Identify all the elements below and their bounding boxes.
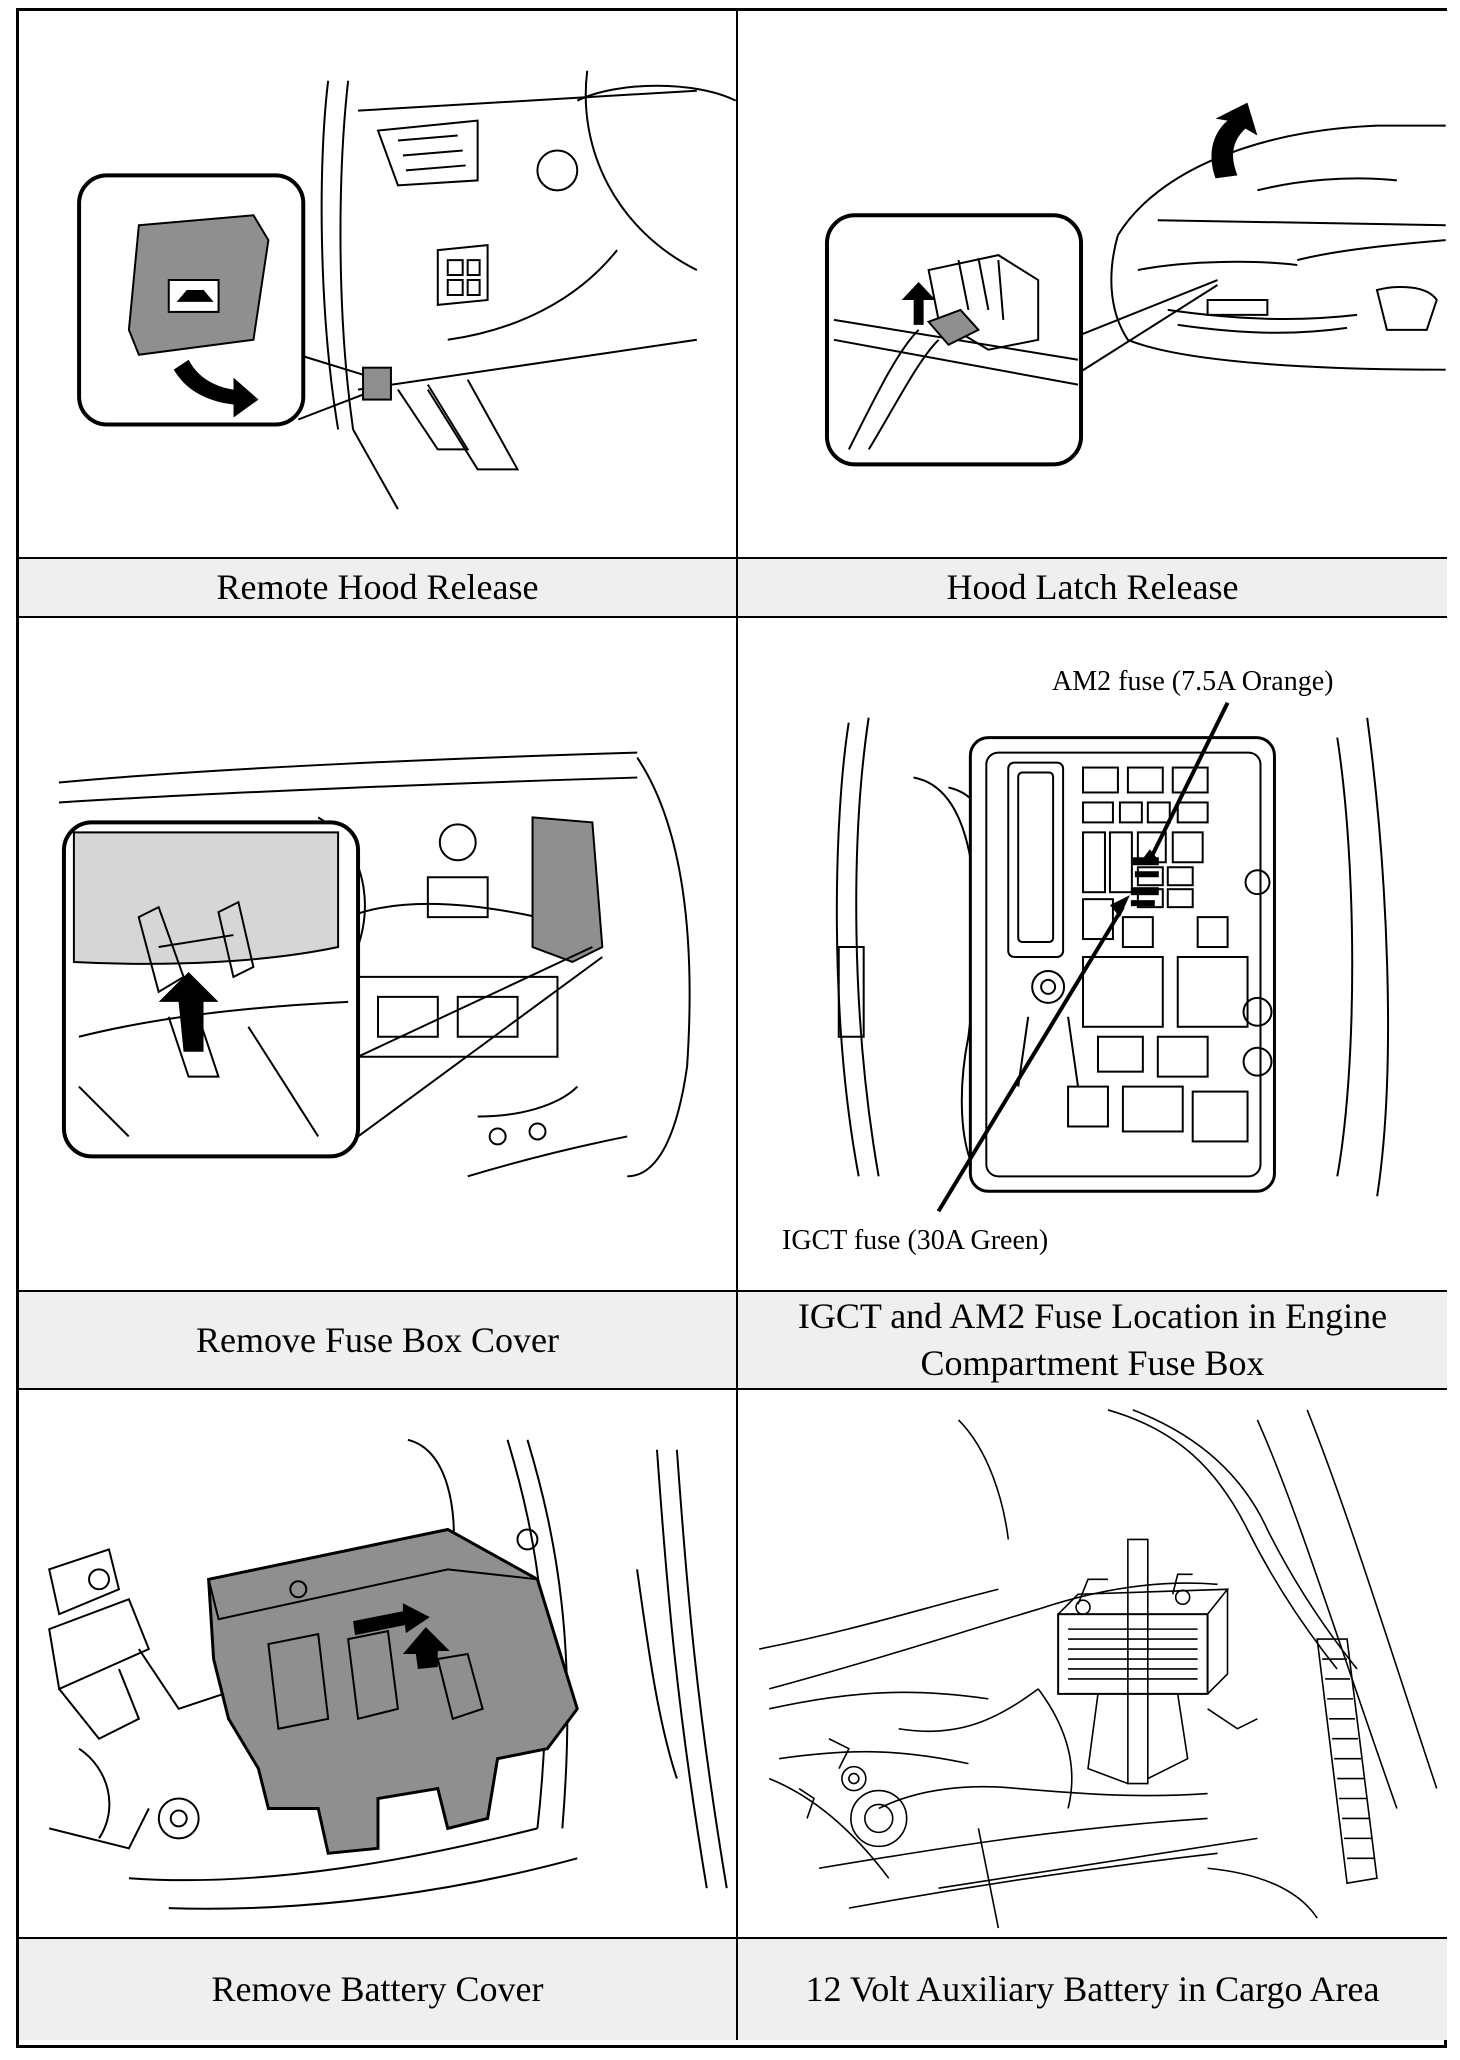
black-arrow-icon xyxy=(1137,849,1158,866)
black-arrow-icon xyxy=(353,1603,430,1636)
caption-auxiliary-battery: 12 Volt Auxiliary Battery in Cargo Area xyxy=(738,1939,1447,2040)
fuse-location-illustration: AM2 fuse (7.5A Orange) IGCT fuse (30A Gr… xyxy=(738,618,1447,1292)
black-arrow-icon xyxy=(1211,102,1258,179)
hood-latch-release-drawing xyxy=(824,102,1446,467)
auxiliary-battery-drawing xyxy=(759,1409,1438,1929)
igct-fuse-callout: IGCT fuse (30A Green) xyxy=(778,1225,1053,1257)
hood-latch-release-illustration xyxy=(738,11,1447,559)
black-arrow-icon xyxy=(402,1627,450,1669)
remove-fuse-box-cover-drawing xyxy=(58,751,691,1178)
remove-battery-cover-illustration xyxy=(19,1390,738,1939)
hood-release-lever xyxy=(362,366,392,401)
black-arrow-icon xyxy=(158,971,219,1052)
remove-fuse-box-cover-illustration xyxy=(19,618,738,1292)
caption-hood-latch-release: Hood Latch Release xyxy=(738,559,1447,618)
caption-fuse-location: IGCT and AM2 Fuse Location in Engine Com… xyxy=(738,1292,1447,1390)
black-arrow-icon xyxy=(173,359,259,418)
black-arrow-icon xyxy=(1109,895,1130,918)
remote-hood-release-illustration xyxy=(19,11,738,559)
caption-remove-fuse-box-cover: Remove Fuse Box Cover xyxy=(19,1292,738,1390)
fuse-box-cover xyxy=(531,816,604,964)
remote-hood-release-drawing xyxy=(77,70,736,510)
remove-battery-cover-drawing xyxy=(48,1438,728,1910)
auxiliary-battery-illustration xyxy=(738,1390,1447,1939)
battery-cover xyxy=(207,1527,579,1855)
fuse-box-drawing xyxy=(835,701,1389,1213)
fuse-box xyxy=(968,736,1276,1193)
caption-remove-battery-cover: Remove Battery Cover xyxy=(19,1939,738,2040)
instruction-table: Remote Hood Release Hood Latch Release xyxy=(16,8,1447,2048)
auxiliary-battery xyxy=(1057,1613,1209,1695)
black-arrow-icon xyxy=(901,282,936,325)
am2-fuse-callout: AM2 fuse (7.5A Orange) xyxy=(1048,666,1338,698)
igct-fuse xyxy=(1130,887,1159,896)
caption-remote-hood-release: Remote Hood Release xyxy=(19,559,738,618)
